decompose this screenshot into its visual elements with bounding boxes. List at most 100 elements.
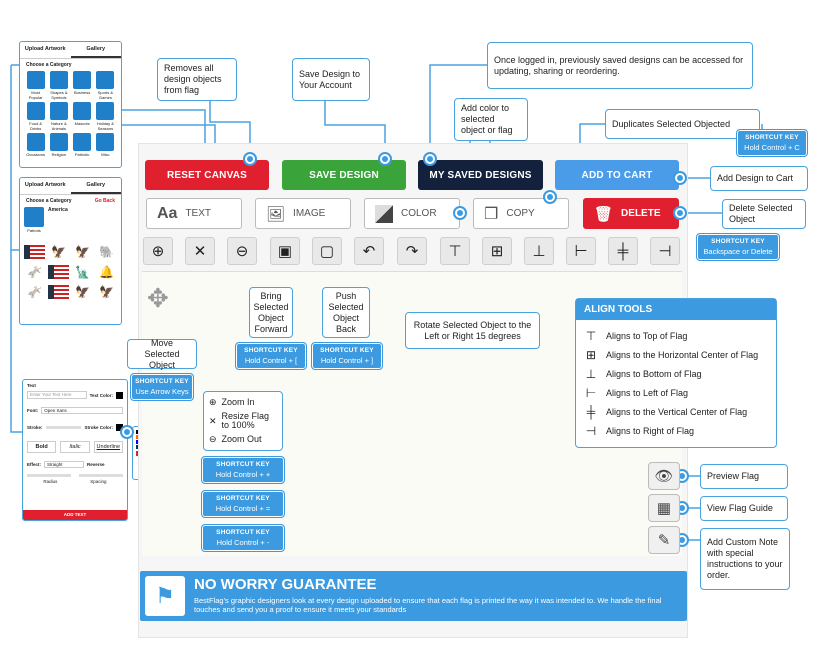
- spacing-slider[interactable]: [79, 474, 123, 477]
- category-item[interactable]: Religion: [49, 133, 68, 157]
- category-label: Religion: [51, 152, 67, 157]
- tab-upload-artwork[interactable]: Upload Artwork: [24, 46, 66, 52]
- underline-button[interactable]: Underline: [93, 441, 123, 453]
- category-icon: [73, 102, 92, 120]
- liberty-clipart[interactable]: 🗽: [75, 265, 90, 279]
- stroke-color-swatch[interactable]: [116, 424, 123, 431]
- donkey-clipart-2[interactable]: 🫏: [27, 285, 42, 299]
- stroke-slider[interactable]: [45, 426, 82, 429]
- align-row-left: ⊢Aligns to Left of Flag: [576, 383, 776, 402]
- delete-tool-label: DELETE: [621, 208, 661, 219]
- align-row-label: Aligns to the Horizontal Center of Flag: [606, 349, 759, 360]
- add-to-cart-button[interactable]: ADD TO CART: [555, 160, 679, 190]
- zoom-out-button[interactable]: ⊖: [227, 237, 257, 265]
- zoom-in-button[interactable]: ⊕: [143, 237, 173, 265]
- category-icon: [96, 133, 115, 151]
- tab-gallery-2[interactable]: Gallery: [70, 178, 121, 194]
- category-item[interactable]: Shapes & Symbols: [49, 71, 68, 100]
- category-item[interactable]: Occasions: [26, 133, 45, 157]
- category-item[interactable]: Patriotic: [73, 133, 92, 157]
- align-row-vcenter: ╪Aligns to the Vertical Center of Flag: [576, 402, 776, 421]
- eagle-clipart[interactable]: 🦅: [51, 245, 66, 259]
- effect-select[interactable]: Straight: [44, 461, 85, 468]
- copy-tool-button[interactable]: ❐ COPY: [473, 198, 569, 229]
- callout-zoom: ⊕Zoom In ✕Resize Flag to 100% ⊖Zoom Out: [203, 391, 283, 451]
- effect-label: Effect:: [27, 462, 42, 467]
- category-item[interactable]: Food & Drinks: [26, 102, 45, 131]
- flag-clipart-3[interactable]: [48, 285, 69, 299]
- align-top-icon: ⊤: [448, 243, 462, 260]
- rotate-left-icon: ↶: [362, 243, 376, 260]
- align-right-icon: ⊣: [658, 243, 672, 260]
- save-dot: [378, 152, 392, 166]
- text-aa-icon: Aa: [157, 204, 178, 222]
- category-item[interactable]: Business: [73, 71, 92, 100]
- elephant-clipart[interactable]: 🐘: [99, 245, 114, 259]
- my-saved-designs-button[interactable]: MY SAVED DESIGNS: [418, 160, 543, 190]
- text-input[interactable]: Enter Your Text Here: [27, 391, 87, 399]
- bell-clipart[interactable]: 🔔: [99, 265, 114, 279]
- align-row-label: Aligns to Left of Flag: [606, 387, 689, 398]
- text-color-swatch[interactable]: [116, 391, 123, 399]
- bold-button[interactable]: Bold: [27, 441, 57, 453]
- callout-rotate: Rotate Selected Object to the Left or Ri…: [405, 312, 540, 349]
- category-item[interactable]: Sports & Games: [96, 71, 115, 100]
- align-vcenter-button[interactable]: ╪: [608, 237, 638, 265]
- category-icon: [26, 71, 45, 89]
- text-tool-button[interactable]: Aa TEXT: [146, 198, 242, 229]
- color-tool-label: COLOR: [401, 208, 437, 219]
- shortcut-value: Hold Control + -: [216, 538, 270, 547]
- align-bottom-button[interactable]: ⊥: [524, 237, 554, 265]
- eagle-clipart-2[interactable]: 🦅: [75, 245, 90, 259]
- image-tool-button[interactable]: 🖼 IMAGE: [255, 198, 351, 229]
- category-icon: [49, 133, 68, 151]
- image-icon: 🖼: [266, 205, 286, 223]
- resize-small-icon: ✕: [209, 415, 217, 426]
- text-color-label: Text Color:: [89, 392, 113, 398]
- font-select[interactable]: Open Sans: [41, 407, 123, 414]
- delete-tool-button[interactable]: 🗑 DELETE: [583, 198, 679, 229]
- category-item[interactable]: Misc: [96, 133, 115, 157]
- copy-dot: [543, 190, 557, 204]
- flag-clipart[interactable]: [24, 245, 45, 259]
- align-hcenter-icon: ⊞: [490, 243, 504, 260]
- add-text-button[interactable]: ADD TEXT: [23, 510, 127, 520]
- callout-add-cart: Add Design to Cart: [710, 166, 808, 191]
- category-item[interactable]: Nature & Animals: [49, 102, 68, 131]
- tab-gallery[interactable]: Gallery: [70, 42, 121, 58]
- resize-button[interactable]: ✕: [185, 237, 215, 265]
- align-hcenter-button[interactable]: ⊞: [482, 237, 512, 265]
- eagle-clipart-4[interactable]: 🦅: [99, 285, 114, 299]
- gallery-tabs-2: Upload Artwork Gallery: [20, 178, 121, 195]
- grid-icon: ▦: [656, 500, 672, 517]
- category-item[interactable]: Holiday & Seasons: [96, 102, 115, 131]
- eagle-clipart-3[interactable]: 🦅: [75, 285, 90, 299]
- align-right-button[interactable]: ⊣: [650, 237, 680, 265]
- flag-guide-button[interactable]: ▦: [648, 494, 680, 522]
- text-label: Text: [27, 383, 36, 388]
- tab-upload-artwork-2[interactable]: Upload Artwork: [24, 182, 66, 188]
- align-left-button[interactable]: ⊢: [566, 237, 596, 265]
- rotate-left-button[interactable]: ↶: [354, 237, 384, 265]
- rotate-right-button[interactable]: ↷: [397, 237, 427, 265]
- callout-save: Save Design to Your Account: [292, 58, 370, 101]
- bring-forward-button[interactable]: ▣: [270, 237, 300, 265]
- custom-note-button[interactable]: ✎: [648, 526, 680, 554]
- category-item[interactable]: Mascots: [73, 102, 92, 131]
- send-back-button[interactable]: ▢: [312, 237, 342, 265]
- italic-button[interactable]: Italic: [60, 441, 90, 453]
- flag-clipart-2[interactable]: [48, 265, 69, 279]
- align-top-button[interactable]: ⊤: [440, 237, 470, 265]
- category-item[interactable]: Most Popular: [26, 71, 45, 100]
- color-tool-button[interactable]: COLOR: [364, 198, 460, 229]
- patriots-category[interactable]: Patriots: [24, 207, 44, 233]
- radius-slider[interactable]: [27, 474, 71, 477]
- category-icon: [73, 71, 92, 89]
- align-row-hcenter: ⊞Aligns to the Horizontal Center of Flag: [576, 345, 776, 364]
- preview-flag-button[interactable]: 👁: [648, 462, 680, 490]
- donkey-clipart[interactable]: 🫏: [27, 265, 42, 279]
- go-back-link[interactable]: Go Back: [94, 198, 115, 204]
